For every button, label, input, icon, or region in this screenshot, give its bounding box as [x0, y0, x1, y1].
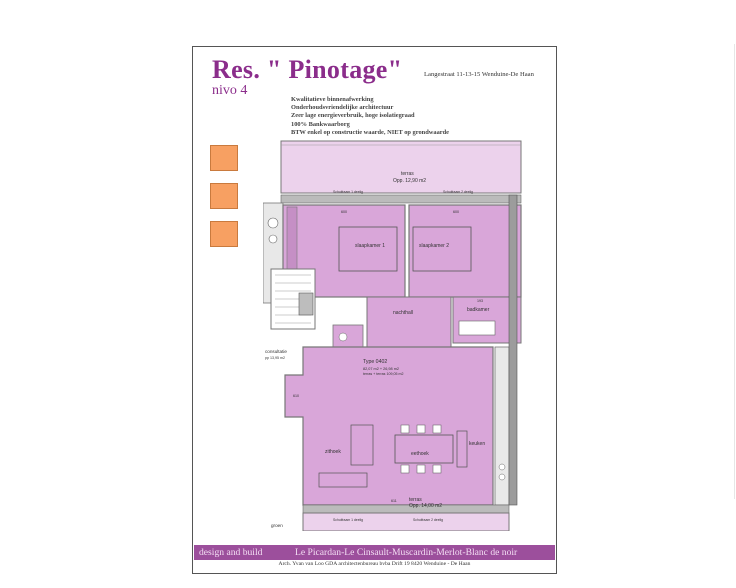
- room-label: zithoek: [325, 449, 341, 455]
- band-project: Le Picardan: [295, 547, 342, 558]
- bed-2: [412, 226, 472, 272]
- band-project: Merlot: [436, 547, 463, 558]
- feature-item: BTW enkel op constructie waarde, NIET op…: [291, 128, 450, 136]
- elevator: [298, 292, 314, 316]
- room-label: groen: [271, 523, 283, 528]
- feature-item: 100% Bankwaarborg: [291, 120, 350, 128]
- dim-label: 610: [293, 394, 299, 398]
- type-area-label: terras + terras 109,05 m2: [363, 372, 403, 376]
- orange-swatch: [210, 145, 238, 171]
- architect-footer: Arch. Yvan van Loo GDA architectenbureau…: [278, 561, 471, 567]
- band-title: design and build: [199, 547, 263, 558]
- terrace-top: [280, 140, 522, 194]
- type-area-label: 82,07 m2 + 26,98 m2: [363, 367, 399, 371]
- page-edge-line: [734, 44, 735, 499]
- chair: [432, 464, 442, 474]
- room-label: terras: [401, 171, 414, 177]
- floor-level: nivo 4: [212, 83, 248, 98]
- night-hall-area: [366, 296, 452, 348]
- facade-right: [508, 194, 518, 506]
- room-label: badkamer: [467, 307, 490, 313]
- fixture: [267, 217, 279, 229]
- feature-item: Kwalitatieve binnenafwerking: [291, 96, 374, 103]
- feature-item: Zeer lage energieverbruik, hoge isolatie…: [291, 112, 415, 120]
- chair: [400, 464, 410, 474]
- kitchen-counter: [494, 346, 510, 506]
- chair: [400, 424, 410, 434]
- room-area-label: Opp. 12,90 m2: [393, 178, 426, 184]
- room-label: keuken: [469, 441, 485, 447]
- orange-swatch: [210, 221, 238, 247]
- room-label: slaapkamer 2: [419, 243, 449, 249]
- room-label: terras: [409, 497, 422, 503]
- room-label: consultatie: [265, 349, 287, 354]
- toilet: [338, 332, 348, 342]
- chair: [416, 424, 426, 434]
- type-label: Type 0402: [363, 359, 387, 365]
- room-label: nachthall: [393, 310, 413, 316]
- terrace-bottom: [302, 512, 510, 531]
- room-area-label: pp 13,95 m2: [265, 356, 285, 360]
- room-area-label: Opp. 14,00 m2: [409, 503, 443, 509]
- wall-strip-bottom: [302, 504, 510, 514]
- brochure-sheet: Res. " Pinotage" Langestraat 11-13-15 We…: [192, 46, 557, 574]
- dim-label: 600: [453, 210, 459, 214]
- bed-1: [338, 226, 398, 272]
- band-separator: -: [462, 547, 466, 558]
- floor-plan: terras Opp. 12,90 m2 Schuifraam 1 deelig…: [263, 140, 522, 531]
- band-separator: -: [341, 547, 345, 558]
- band-project: Le Cinsault: [344, 547, 389, 558]
- feature-list: Kwalitatieve binnenafwerking Onderhoudsv…: [291, 96, 449, 137]
- note-label: Schuifraam 1 deelig: [333, 190, 363, 194]
- armchair: [318, 472, 368, 488]
- room-label: eethoek: [411, 451, 429, 457]
- stair-treads: [275, 274, 311, 324]
- note-label: Schuifraam 1 deelig: [333, 518, 363, 522]
- hob: [498, 473, 506, 481]
- chair: [432, 424, 442, 434]
- note-label: Schuifraam 2 deelig: [443, 190, 473, 194]
- project-title: Res. " Pinotage": [212, 55, 403, 84]
- sofa: [350, 424, 374, 466]
- hob: [498, 463, 506, 471]
- band-separator: -: [388, 547, 392, 558]
- project-address: Langestraat 11-13-15 Wenduine-De Haan: [424, 71, 534, 78]
- kitchen-island: [456, 430, 468, 468]
- fixture: [268, 234, 278, 244]
- band-separator: -: [433, 547, 437, 558]
- terrace-bottom-caption: terras Opp. 14,00 m2: [409, 497, 442, 509]
- dim-label: 611: [391, 499, 397, 503]
- wall-strip: [280, 194, 522, 204]
- project-band: design and build Le Picardan - Le Cinsau…: [194, 545, 555, 560]
- orange-swatch: [210, 183, 238, 209]
- note-label: Schuifraam 2 deelig: [413, 518, 443, 522]
- dim-label: 600: [341, 210, 347, 214]
- room-label: slaapkamer 1: [355, 243, 385, 249]
- bathtub: [458, 320, 496, 336]
- bedroom-2-area: [408, 204, 522, 298]
- dim-label: 193: [477, 299, 483, 303]
- band-project: Muscardin: [392, 547, 434, 558]
- dining-table: [394, 434, 454, 464]
- feature-item: Onderhoudsvriendelijke architectuur: [291, 104, 394, 112]
- chair: [416, 464, 426, 474]
- band-project: Blanc de noir: [465, 547, 518, 558]
